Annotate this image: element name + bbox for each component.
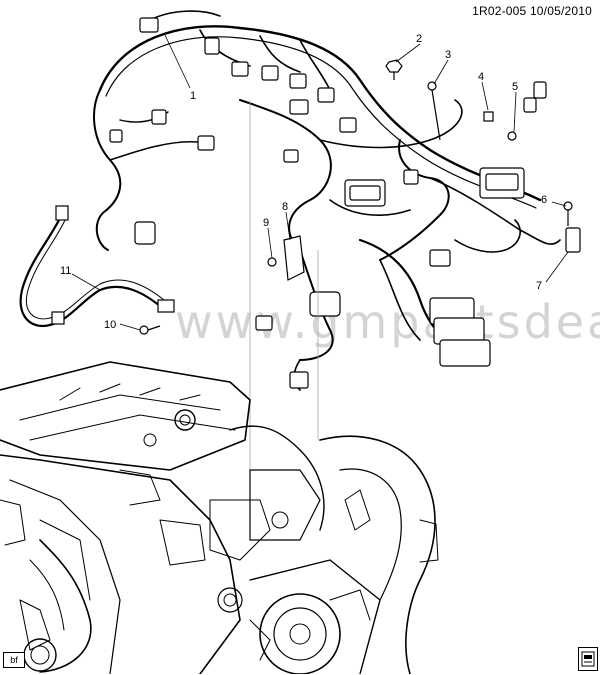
callout-9: 9: [263, 217, 269, 229]
bf-badge: bf: [3, 652, 25, 668]
callout-leaders: [71, 34, 569, 470]
callout-labels: 1 2 3 4 5 6 7 8 9 10 11: [60, 33, 547, 331]
callout-1: 1: [190, 90, 196, 102]
engine-assembly: [0, 361, 439, 674]
diagram-date: 10/05/2010: [529, 4, 592, 18]
callout-5: 5: [512, 81, 518, 93]
callout-8: 8: [282, 201, 288, 213]
callout-2: 2: [416, 33, 422, 45]
diagram-header: 1R02-005 10/05/2010: [472, 4, 592, 18]
callout-11: 11: [60, 265, 71, 277]
callout-6: 6: [541, 194, 547, 206]
callout-7: 7: [536, 280, 542, 292]
harness-connectors: [109, 17, 547, 389]
callout-10: 10: [104, 319, 116, 331]
callout-3: 3: [445, 49, 451, 61]
ground-cable: [19, 205, 175, 328]
diagram-code: 1R02-005: [472, 4, 527, 18]
engine-view-icon: [578, 647, 598, 671]
callout-4: 4: [478, 71, 484, 83]
watermark-text: www.gmpartsdeal: [175, 295, 600, 349]
